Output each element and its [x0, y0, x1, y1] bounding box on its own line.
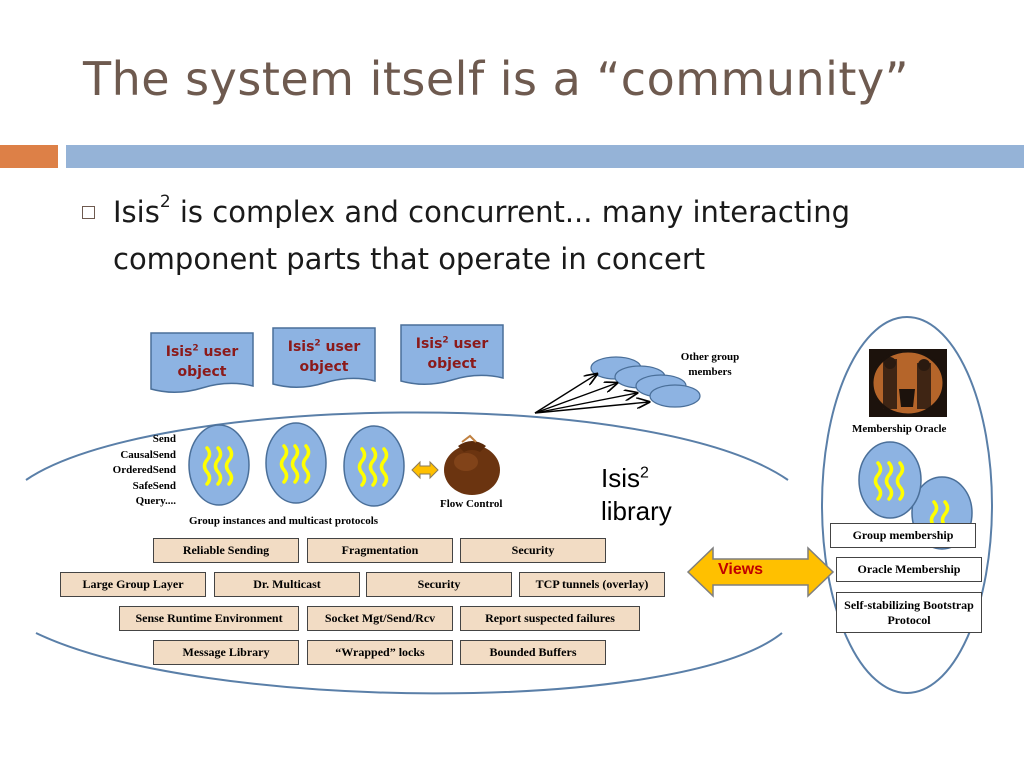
member-ellipse-4 [649, 384, 701, 408]
arrow-to-member-4 [534, 402, 649, 414]
stack-box-security-1: Security [460, 538, 606, 563]
flow-double-arrow [411, 460, 439, 480]
stack-box-security-2: Security [366, 572, 512, 597]
send-primitive: OrderedSend [112, 464, 176, 476]
group-instances-label: Group instances and multicast protocols [189, 515, 379, 527]
send-primitive: Send [152, 433, 176, 445]
flow-control-label: Flow Control [440, 498, 503, 510]
views-label: Views [718, 561, 764, 578]
oracle-ellipse-front [858, 441, 922, 519]
stack-box-sense-runtime: Sense Runtime Environment [119, 606, 299, 631]
stack-box-socket-mgt: Socket Mgt/Send/Rcv [307, 606, 453, 631]
slide-title: The system itself is a “community” [83, 52, 910, 106]
accent-bar-blue [66, 145, 1024, 168]
send-primitive: SafeSend [132, 479, 176, 492]
send-primitive: CausalSend [120, 448, 176, 461]
send-primitive: Query.... [135, 495, 176, 507]
stack-box-wrapped-locks: “Wrapped” locks [307, 640, 453, 665]
stack-box-fragmentation: Fragmentation [307, 538, 453, 563]
oracle-box-bootstrap-protocol: Self-stabilizing Bootstrap Protocol [836, 592, 982, 633]
stack-box-reliable-sending: Reliable Sending [153, 538, 299, 563]
arrow-to-member-3 [534, 393, 637, 414]
oracle-box-oracle-membership: Oracle Membership [836, 557, 982, 582]
accent-bar-orange [0, 145, 58, 168]
group-instance-ellipse-1 [188, 424, 250, 506]
arrow-to-member-2 [534, 383, 617, 414]
stack-box-dr-multicast: Dr. Multicast [214, 572, 360, 597]
oracle-ellipse [821, 316, 993, 694]
user-object-doc-2 [272, 327, 376, 388]
stack-box-tcp-tunnels: TCP tunnels (overlay) [519, 572, 665, 597]
membership-oracle-label: Membership Oracle [852, 423, 947, 435]
group-instance-ellipse-3 [343, 425, 405, 507]
stack-box-large-group-layer: Large Group Layer [60, 572, 206, 597]
bullet-text: Isis2 is complex and concurrent... many … [113, 192, 850, 276]
stack-box-message-library: Message Library [153, 640, 299, 665]
bullet-square-icon [82, 206, 95, 219]
user-object-doc-1 [150, 332, 254, 393]
oracle-box-group-membership: Group membership [830, 523, 976, 548]
greek-vase-painting-image [869, 349, 947, 417]
library-ellipse-bottom [35, 632, 783, 695]
library-ellipse-top [25, 411, 789, 481]
send-primitives-list: Send CausalSend OrderedSend SafeSend Que… [90, 432, 176, 510]
group-instance-ellipse-2 [265, 422, 327, 504]
views-double-arrow [686, 546, 835, 598]
user-object-doc-3 [400, 324, 504, 385]
stack-box-bounded-buffers: Bounded Buffers [460, 640, 606, 665]
stack-box-report-failures: Report suspected failures [460, 606, 640, 631]
flow-control-bag-icon [444, 434, 500, 495]
arrow-to-member-1 [534, 374, 597, 414]
